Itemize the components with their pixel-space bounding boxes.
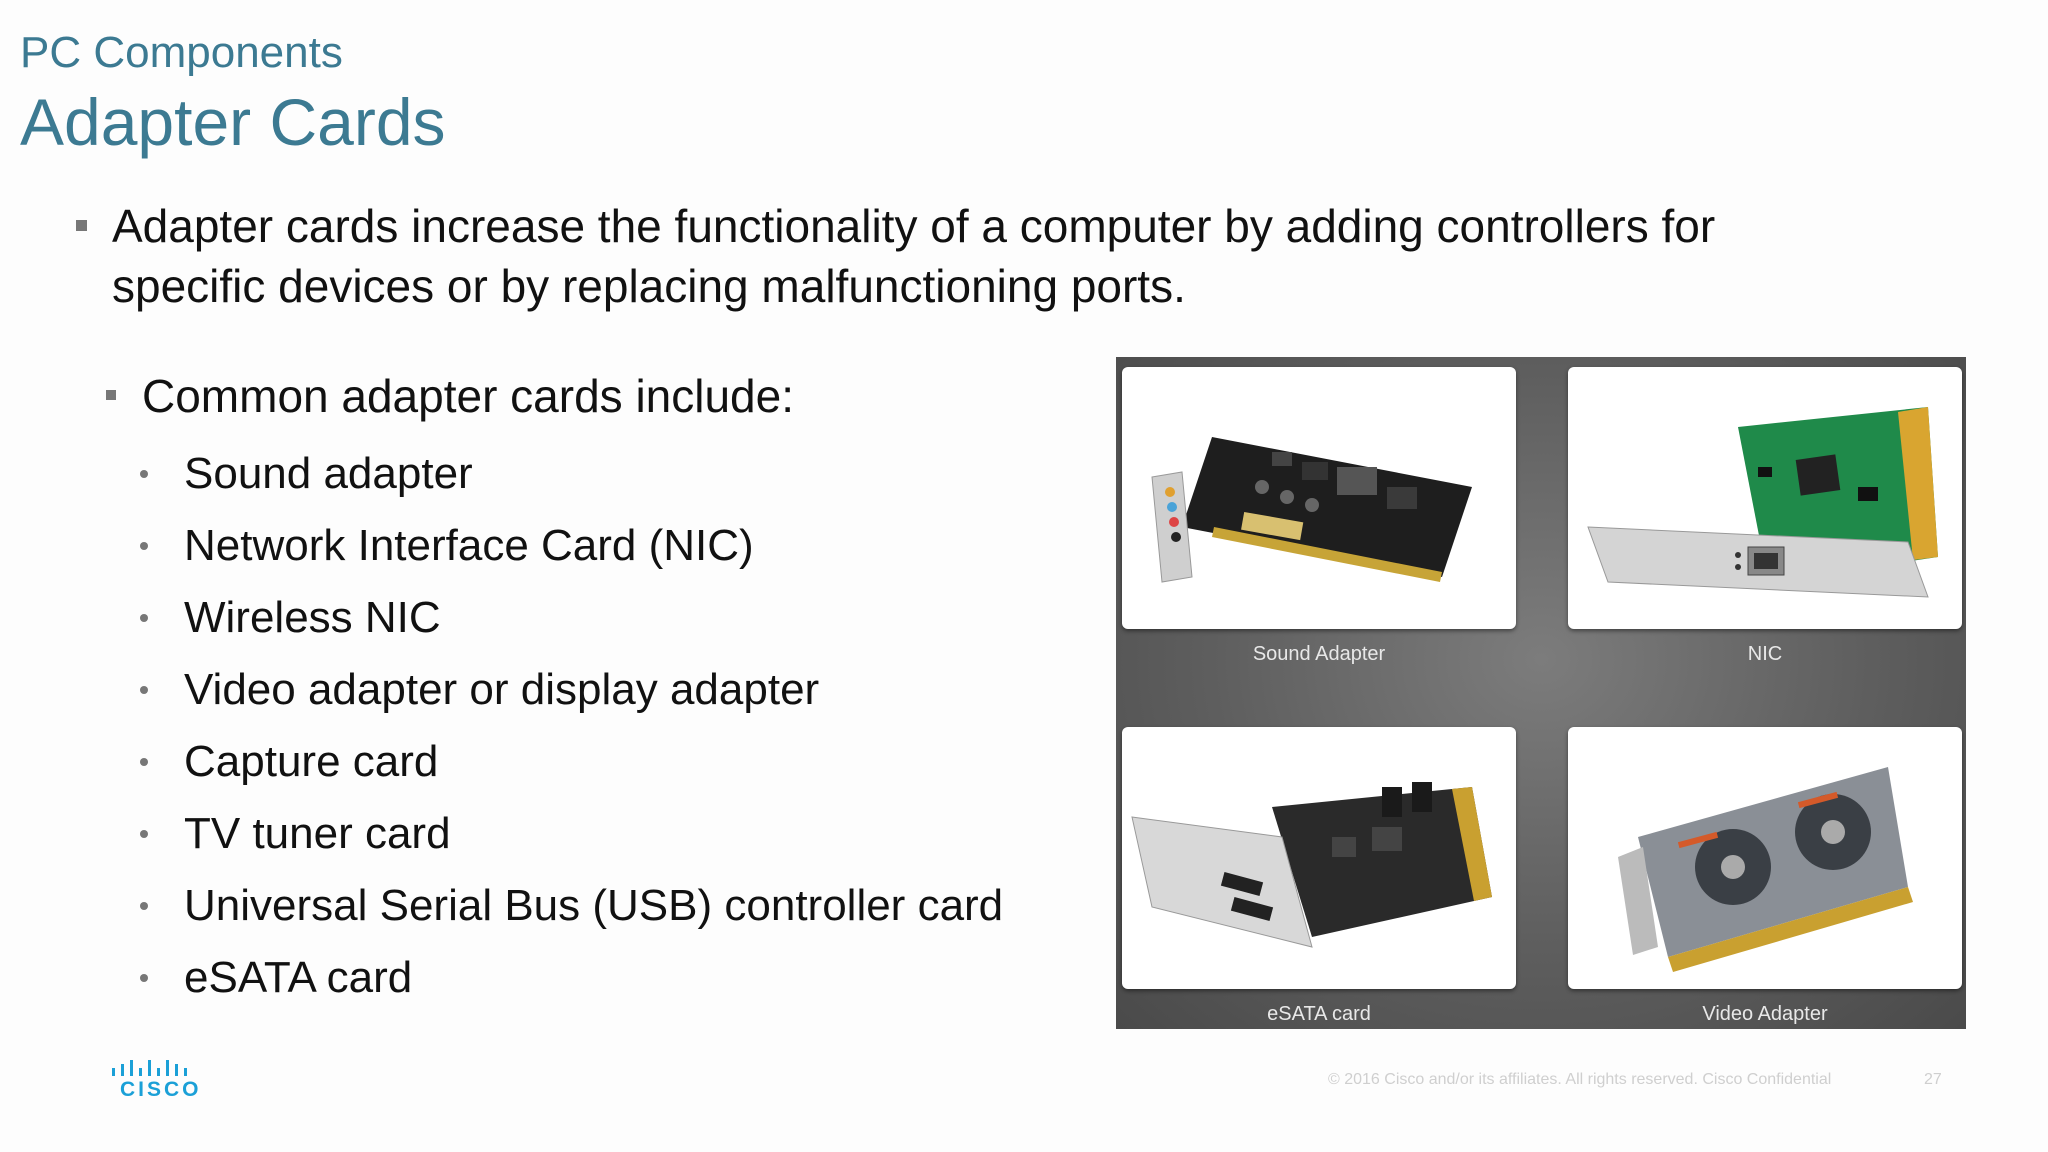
caption-video-adapter: Video Adapter	[1702, 1003, 1828, 1025]
graphics-card-icon	[1618, 767, 1913, 972]
list-item: eSATA card	[134, 950, 1003, 1022]
copyright-notice: © 2016 Cisco and/or its affiliates. All …	[1328, 1071, 1832, 1088]
main-bullet: Adapter cards increase the functionality…	[76, 196, 1856, 316]
list-item: Video adapter or display adapter	[134, 662, 1003, 734]
bullet-dot-icon	[140, 974, 148, 982]
adapter-card-list: Sound adapter Network Interface Card (NI…	[134, 446, 1003, 1022]
list-item: TV tuner card	[134, 806, 1003, 878]
list-item: Network Interface Card (NIC)	[134, 518, 1003, 590]
bullet-dot-icon	[140, 614, 148, 622]
esata-card-image	[1122, 727, 1516, 989]
list-item-text: Wireless NIC	[184, 593, 441, 642]
list-item-text: Video adapter or display adapter	[184, 665, 820, 714]
cisco-logo-icon	[112, 1060, 187, 1076]
cisco-logo-text: CISCO	[120, 1078, 202, 1101]
list-item-text: TV tuner card	[184, 809, 451, 858]
list-item-text: Sound adapter	[184, 449, 473, 498]
list-item: Capture card	[134, 734, 1003, 806]
list-item-text: Universal Serial Bus (USB) controller ca…	[184, 881, 1004, 930]
bullet-dot-icon	[140, 902, 148, 910]
bullet-dot-icon	[140, 758, 148, 766]
list-item-text: Network Interface Card (NIC)	[184, 521, 754, 570]
bullet-dot-icon	[140, 470, 148, 478]
list-item: Universal Serial Bus (USB) controller ca…	[134, 878, 1003, 950]
list-item-text: Capture card	[184, 737, 439, 786]
network-card-icon	[1587, 407, 1938, 598]
list-item-text: eSATA card	[184, 953, 413, 1002]
sub-heading: Common adapter cards include:	[106, 368, 794, 424]
slide-title: Adapter Cards	[20, 85, 446, 159]
sound-adapter-image	[1122, 367, 1516, 629]
bullet-dot-icon	[140, 686, 148, 694]
sound-card-icon	[1151, 437, 1472, 583]
nic-image	[1568, 367, 1962, 629]
sub-heading-text: Common adapter cards include:	[142, 370, 794, 422]
square-bullet-icon	[106, 390, 116, 400]
adapter-image-grid: Sound Adapter NIC eSATA card Video Adapt…	[1116, 357, 1966, 1029]
caption-esata-card: eSATA card	[1267, 1003, 1371, 1025]
square-bullet-icon	[76, 220, 87, 231]
section-title: PC Components	[20, 28, 343, 77]
page-number: 27	[1924, 1071, 1942, 1088]
video-adapter-image	[1568, 727, 1962, 989]
main-bullet-text: Adapter cards increase the functionality…	[112, 200, 1716, 312]
caption-sound-adapter: Sound Adapter	[1252, 643, 1386, 665]
caption-nic: NIC	[1747, 643, 1783, 665]
bullet-dot-icon	[140, 830, 148, 838]
list-item: Wireless NIC	[134, 590, 1003, 662]
list-item: Sound adapter	[134, 446, 1003, 518]
esata-card-icon	[1131, 782, 1492, 948]
bullet-dot-icon	[140, 542, 148, 550]
